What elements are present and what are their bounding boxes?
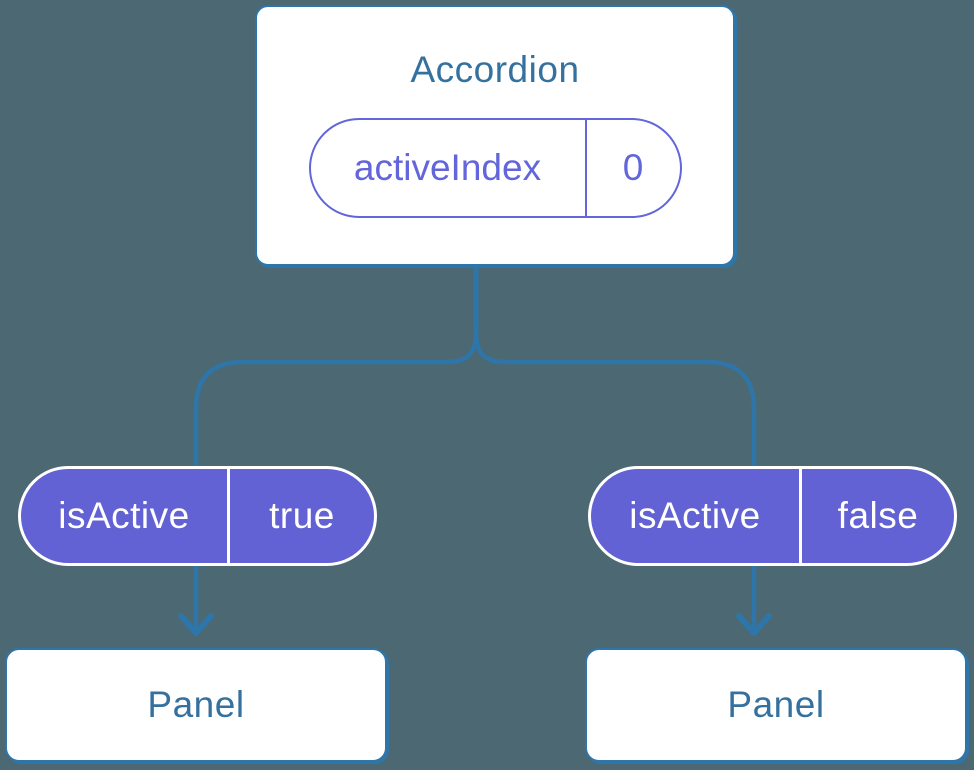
- prop-name: isActive: [591, 469, 802, 563]
- panel-node-label: Panel: [147, 684, 245, 725]
- state-name: activeIndex: [311, 120, 587, 216]
- state-value: 0: [622, 147, 644, 188]
- prop-pill-isactive-false: isActive false: [588, 466, 957, 566]
- down-arrow-right-icon: [736, 613, 772, 636]
- panel-node-left: Panel: [5, 648, 387, 762]
- prop-pill-isactive-true: isActive true: [18, 466, 377, 566]
- connector-left-branch: [193, 264, 479, 631]
- accordion-node: Accordion activeIndex 0: [255, 5, 735, 266]
- prop-value: false: [837, 495, 919, 536]
- state-pill-activeindex: activeIndex 0: [308, 118, 682, 218]
- prop-name: isActive: [21, 469, 230, 563]
- accordion-node-title: Accordion: [410, 49, 580, 90]
- panel-node-label: Panel: [727, 684, 825, 725]
- down-arrow-left-icon: [178, 613, 214, 636]
- panel-node-right: Panel: [585, 648, 967, 762]
- prop-value: true: [269, 495, 335, 536]
- connector-right-branch: [473, 264, 757, 631]
